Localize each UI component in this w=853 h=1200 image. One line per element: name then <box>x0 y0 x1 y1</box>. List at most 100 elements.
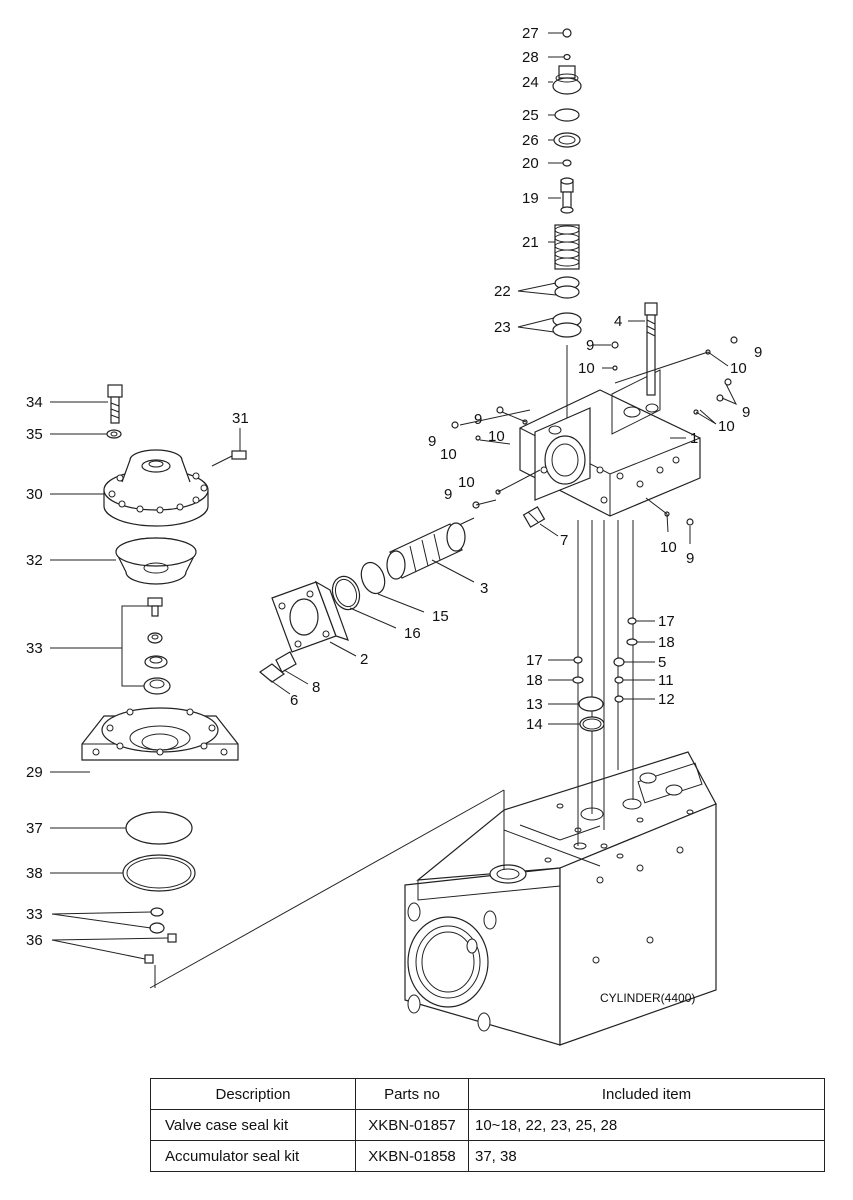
exploded-parts-diagram: CYLINDER(4400) <box>26 25 762 1046</box>
cell-description: Valve case seal kit <box>150 1109 356 1141</box>
callout-10-a: 10 <box>578 360 595 377</box>
callout-34: 34 <box>26 394 43 411</box>
cover-30 <box>103 449 209 527</box>
callout-18-left: 18 <box>526 672 543 689</box>
cell-parts-no: XKBN-01857 <box>355 1109 469 1141</box>
fittings-9-10 <box>451 336 738 526</box>
callout-38: 38 <box>26 865 43 882</box>
callout-35: 35 <box>26 426 43 443</box>
callout-11: 11 <box>658 672 674 689</box>
callout-3: 3 <box>480 580 488 597</box>
diaphragm-32 <box>115 537 197 585</box>
plug-27 <box>562 28 572 38</box>
callout-17-right: 17 <box>658 613 675 630</box>
callout-32: 32 <box>26 552 43 569</box>
callout-10-f: 10 <box>458 474 475 491</box>
bolt-4 <box>644 302 658 396</box>
cover-2 <box>271 580 349 653</box>
small-seal-28 <box>563 53 571 61</box>
callout-12: 12 <box>658 691 675 708</box>
callout-24: 24 <box>522 74 539 91</box>
plug-7 <box>522 506 546 528</box>
callout-18-right: 18 <box>658 634 675 651</box>
rings-23 <box>552 312 582 338</box>
callout-6: 6 <box>290 692 298 709</box>
seals-33-lower <box>149 907 165 934</box>
callout-20: 20 <box>522 155 539 172</box>
callout-25: 25 <box>522 107 539 124</box>
callout-9-e: 9 <box>474 411 482 428</box>
column-header-parts-no: Parts no <box>355 1078 469 1110</box>
bolt-8 <box>258 651 297 683</box>
seal-kit-table: Description Parts no Included item Valve… <box>150 1078 825 1172</box>
table-row: Valve case seal kit XKBN-01857 10~18, 22… <box>150 1109 825 1141</box>
o-ring-15 <box>360 561 386 595</box>
small-seals <box>572 617 638 732</box>
callout-10-c: 10 <box>718 418 735 435</box>
callout-2: 2 <box>360 651 368 668</box>
callout-10-b: 10 <box>730 360 747 377</box>
cell-included-item: 10~18, 22, 23, 25, 28 <box>468 1109 825 1141</box>
o-ring-20 <box>562 159 572 167</box>
callout-14: 14 <box>526 716 543 733</box>
callout-31: 31 <box>232 410 249 427</box>
backup-ring-26 <box>553 132 581 148</box>
callout-8: 8 <box>312 679 320 696</box>
column-header-description: Description <box>150 1078 356 1110</box>
callout-29: 29 <box>26 764 43 781</box>
callout-9-c: 9 <box>742 404 750 421</box>
callout-4: 4 <box>614 313 622 330</box>
callout-27: 27 <box>522 25 539 42</box>
spool-3 <box>386 522 466 580</box>
callout-9-b: 9 <box>754 344 762 361</box>
callout-numbers: 27 28 24 25 26 20 19 21 22 23 4 1 3 15 1… <box>26 25 762 949</box>
callout-9-a: 9 <box>586 337 594 354</box>
valve-seal-set-33 <box>143 597 171 695</box>
callout-16: 16 <box>404 625 421 642</box>
callout-17-left: 17 <box>526 652 543 669</box>
plug-24 <box>552 65 582 95</box>
callout-23: 23 <box>494 319 511 336</box>
callout-9-g: 9 <box>686 550 694 567</box>
column-header-included-item: Included item <box>468 1078 825 1110</box>
table-header-row: Description Parts no Included item <box>150 1078 825 1110</box>
callout-10-d: 10 <box>488 428 505 445</box>
valve-case <box>519 369 701 517</box>
callout-13: 13 <box>526 696 543 713</box>
callout-1: 1 <box>690 430 698 447</box>
poppet-19 <box>560 177 574 214</box>
cylinder-label: CYLINDER(4400) <box>600 991 695 1005</box>
washer-35 <box>106 429 122 439</box>
bolt-34 <box>107 384 123 424</box>
o-ring-37 <box>125 811 193 845</box>
callout-15: 15 <box>432 608 449 625</box>
callout-26: 26 <box>522 132 539 149</box>
fitting-31 <box>211 450 247 467</box>
callout-33-b: 33 <box>26 906 43 923</box>
cylinder-body <box>404 751 717 1046</box>
leader-lines <box>50 32 738 960</box>
callout-37: 37 <box>26 820 43 837</box>
spring-21 <box>554 224 580 270</box>
cell-included-item: 37, 38 <box>468 1140 825 1172</box>
o-ring-25 <box>554 108 580 122</box>
cell-parts-no: XKBN-01858 <box>355 1140 469 1172</box>
cell-description: Accumulator seal kit <box>150 1140 356 1172</box>
callout-5: 5 <box>658 654 666 671</box>
table-row: Accumulator seal kit XKBN-01858 37, 38 <box>150 1140 825 1172</box>
callout-36: 36 <box>26 932 43 949</box>
callout-9-f: 9 <box>444 486 452 503</box>
callout-28: 28 <box>522 49 539 66</box>
housing-29 <box>81 707 239 761</box>
callout-21: 21 <box>522 234 539 251</box>
callout-10-e: 10 <box>440 446 457 463</box>
rings-22 <box>554 276 580 299</box>
callout-19: 19 <box>522 190 539 207</box>
callout-9-d: 9 <box>428 433 436 450</box>
callout-33-a: 33 <box>26 640 43 657</box>
callout-10-g: 10 <box>660 539 677 556</box>
seal-38 <box>122 854 196 892</box>
callout-7: 7 <box>560 532 568 549</box>
callout-22: 22 <box>494 283 511 300</box>
callout-30: 30 <box>26 486 43 503</box>
